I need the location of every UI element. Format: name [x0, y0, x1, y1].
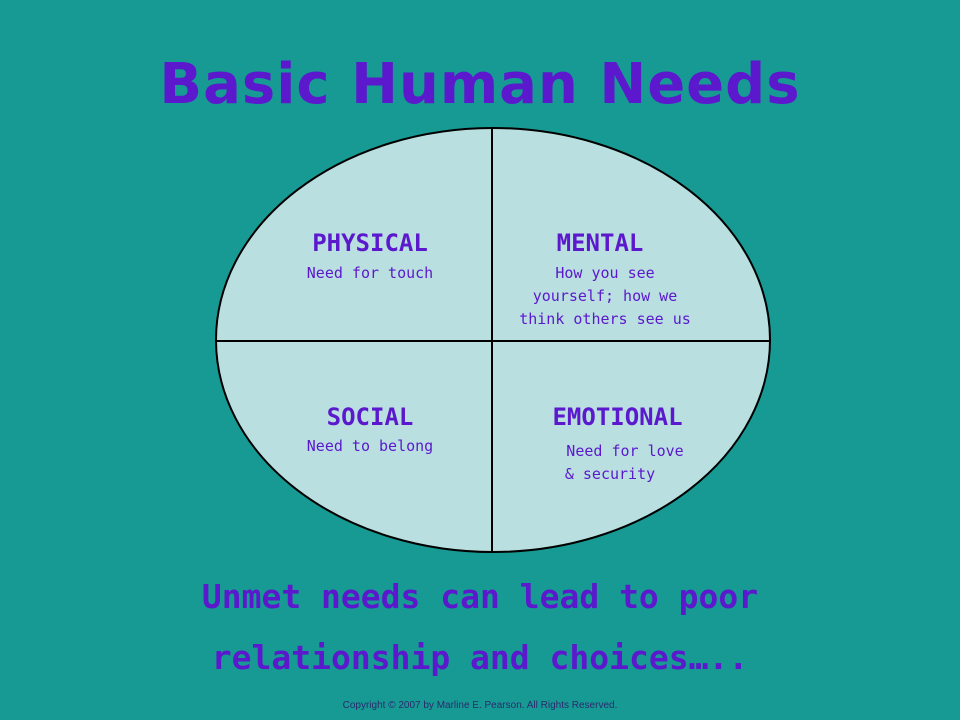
quadrant-emotional-desc-line: Need for love [566, 442, 684, 460]
bottom-line-1: Unmet needs can lead to poor [201, 577, 759, 616]
quadrant-physical-desc: Need for touch [306, 264, 434, 282]
quadrant-social-desc: Need to belong [306, 437, 434, 455]
quadrant-mental-desc-line: How you see [555, 264, 655, 282]
page-title: Basic Human Needs [159, 52, 801, 117]
quadrant-emotional-desc: Need for love & security [540, 440, 710, 486]
quadrant-physical-title: PHYSICAL [312, 229, 428, 257]
quadrant-emotional-desc-line: & security [564, 465, 656, 483]
quadrant-social-title: SOCIAL [326, 403, 414, 431]
copyright-notice: Copyright © 2007 by Marline E. Pearson. … [342, 700, 618, 711]
bottom-line-2: relationship and choices….. [211, 638, 749, 677]
quadrant-mental-desc-line: yourself; how we [532, 287, 678, 305]
quadrant-mental-desc: How you see yourself; how we think other… [500, 262, 710, 331]
quadrant-mental-desc-line: think others see us [519, 310, 691, 328]
quadrant-emotional-title: EMOTIONAL [552, 403, 683, 431]
quadrant-mental-title: MENTAL [556, 229, 644, 257]
